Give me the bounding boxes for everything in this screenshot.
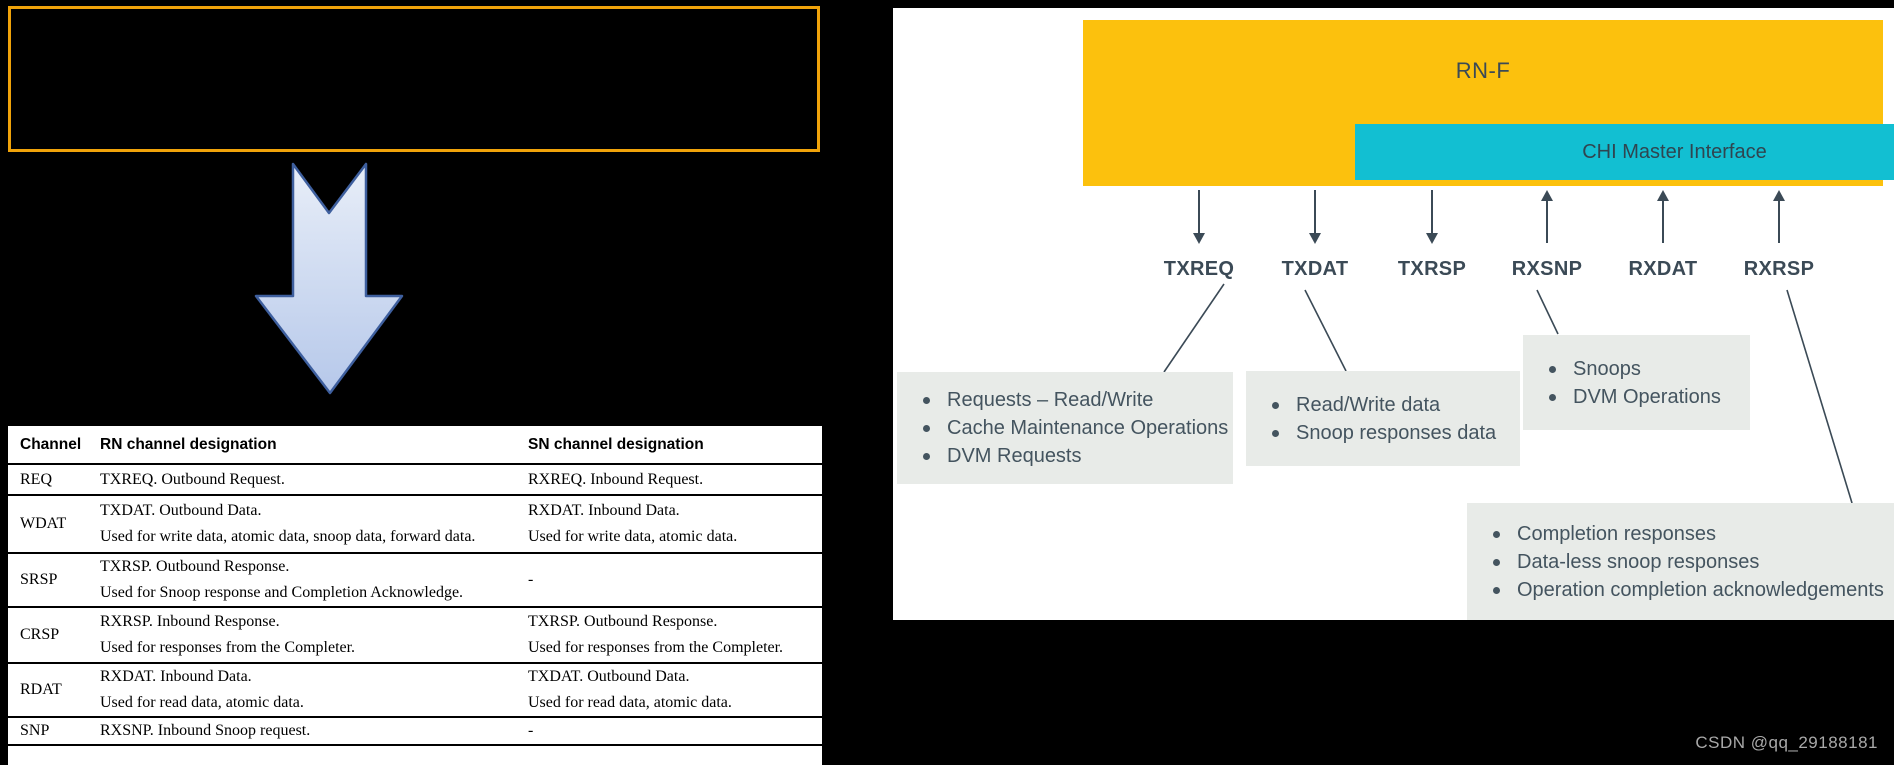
chi-master-interface-box: CHI Master Interface: [1355, 124, 1894, 180]
callout-item: Read/Write data: [1262, 391, 1512, 419]
channel-label-txdat: TXDAT: [1281, 258, 1349, 280]
arrowhead-icon: [1426, 233, 1438, 244]
table-cell: RXRSP. Inbound Response.Used for respons…: [100, 607, 528, 664]
callout-item: DVM Requests: [913, 442, 1225, 470]
table-cell: RDAT: [8, 663, 100, 718]
channel-label-rxdat: RXDAT: [1628, 258, 1698, 280]
table-cell: SRSP: [8, 553, 100, 608]
rnf-label: RN-F: [1455, 58, 1511, 83]
table-cell: WDAT: [8, 495, 100, 554]
table-col-header: Channel: [8, 426, 100, 465]
arrowhead-icon: [1193, 233, 1205, 244]
callout-item: DVM Operations: [1539, 383, 1742, 411]
table-cell: TXRSP. Outbound Response.Used for Snoop …: [100, 553, 528, 608]
arrowhead-icon: [1773, 190, 1785, 201]
down-arrow-polygon: [254, 162, 404, 395]
channel-arrows-and-connectors: [1163, 190, 1853, 504]
channel-label-rxrsp: RXRSP: [1743, 258, 1815, 280]
table-cell: -: [528, 717, 822, 746]
table-cell: TXDAT. Outbound Data.Used for read data,…: [528, 663, 822, 718]
callout-item: Snoop responses data: [1262, 419, 1512, 447]
table-cell: RXDAT. Inbound Data.Used for read data, …: [100, 663, 528, 718]
callout-item: Completion responses: [1483, 520, 1886, 548]
rnf-box: RN-F CHI Master Interface: [1083, 20, 1894, 186]
table-cell: TXRSP. Outbound Response.Used for respon…: [528, 607, 822, 664]
table-cell: RXDAT. Inbound Data.Used for write data,…: [528, 495, 822, 554]
table-cell: CRSP: [8, 607, 100, 664]
callout-connector-line: [1536, 289, 1559, 335]
callout-item: Snoops: [1539, 355, 1742, 383]
arrowhead-icon: [1309, 233, 1321, 244]
table-cell: RXREQ. Inbound Request.: [528, 464, 822, 496]
table-cell: REQ: [8, 464, 100, 496]
table-cell: TXDAT. Outbound Data.Used for write data…: [100, 495, 528, 554]
down-arrow-shape: [254, 162, 404, 395]
table-cell: TXREQ. Outbound Request.: [100, 464, 528, 496]
table-cell: -: [528, 553, 822, 608]
table-cell: SNP: [8, 717, 100, 746]
table-col-header: SN channel designation: [528, 426, 822, 465]
callout-connector-line: [1304, 289, 1347, 372]
callout-connector-line: [1163, 283, 1225, 373]
channel-label-rxsnp: RXSNP: [1511, 258, 1583, 280]
table-cell: RXSNP. Inbound Snoop request.: [100, 717, 528, 746]
callout-item: Cache Maintenance Operations: [913, 414, 1228, 442]
channel-label-txrsp: TXRSP: [1397, 258, 1467, 280]
watermark: CSDN @qq_29188181: [1695, 733, 1878, 752]
callout-connector-line: [1786, 289, 1853, 504]
chi-master-interface-label: CHI Master Interface: [1582, 140, 1767, 163]
chi-diagram-panel: RN-F CHI Master Interface TXREQ TXDAT TXRS…: [893, 8, 1894, 620]
callout-item: Operation completion acknowledgements: [1483, 576, 1886, 604]
table-col-header: RN channel designation: [100, 426, 528, 465]
highlighted-redacted-region: [8, 6, 820, 152]
arrowhead-icon: [1541, 190, 1553, 201]
arrowhead-icon: [1657, 190, 1669, 201]
callout-item: Requests – Read/Write: [913, 386, 1225, 414]
callout-item: Data-less snoop responses: [1483, 548, 1886, 576]
channel-label-txreq: TXREQ: [1163, 258, 1235, 280]
